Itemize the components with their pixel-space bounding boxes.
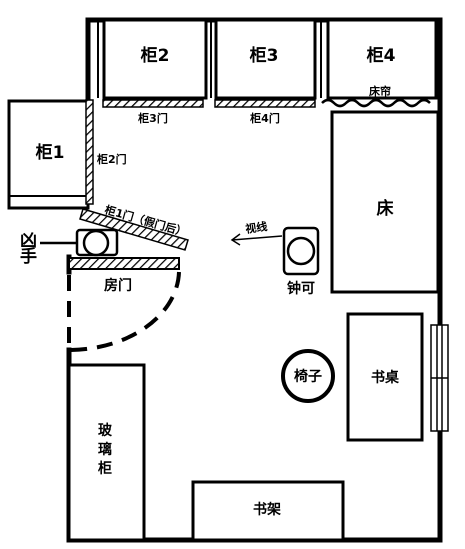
glass-cabinet-label-2: 璃 bbox=[98, 441, 112, 458]
zhongke-figure-icon bbox=[282, 226, 320, 276]
killer-label-1: 凶 bbox=[20, 231, 37, 251]
bed-label: 床 bbox=[377, 198, 395, 219]
cabinet-3-door-label: 柜3门 bbox=[137, 111, 168, 125]
cabinet-2-label: 柜2 bbox=[141, 45, 170, 66]
room-door-label: 房门 bbox=[104, 277, 132, 294]
cabinet-2-door bbox=[85, 99, 94, 205]
window bbox=[430, 324, 449, 432]
chair: 椅子 bbox=[281, 349, 335, 403]
cabinet-3: 柜3 bbox=[214, 18, 317, 100]
room-door-swing bbox=[68, 271, 181, 352]
zhongke-label: 钟可 bbox=[287, 280, 315, 297]
sightline-arrow-icon bbox=[230, 233, 283, 246]
glass-cabinet-label-3: 柜 bbox=[98, 460, 112, 477]
bed: 床 bbox=[330, 110, 440, 294]
glass-cabinet: 玻 璃 柜 bbox=[67, 363, 146, 542]
cabinet-3-label: 柜3 bbox=[250, 45, 279, 66]
cabinet-4-door bbox=[214, 99, 316, 108]
killer-figure-icon bbox=[40, 228, 119, 257]
cabinet-1-door bbox=[79, 208, 189, 251]
bed-curtain bbox=[321, 98, 431, 108]
cabinet-1: 柜1 bbox=[7, 99, 90, 210]
cabinet-2: 柜2 bbox=[102, 18, 208, 100]
sightline-label: 视线 bbox=[244, 219, 268, 236]
killer-label-2: 手 bbox=[20, 246, 37, 267]
cabinet-3-door bbox=[102, 99, 204, 108]
bookshelf: 书架 bbox=[191, 480, 345, 542]
cabinet-4-door-label: 柜4门 bbox=[249, 111, 280, 125]
cabinet-4: 柜4 bbox=[326, 18, 438, 100]
cabinet-2-door-label: 柜2门 bbox=[96, 152, 127, 166]
chair-label: 椅子 bbox=[294, 368, 322, 385]
cabinet-4-label: 柜4 bbox=[367, 45, 396, 66]
bookshelf-label: 书架 bbox=[253, 501, 281, 518]
desk: 书桌 bbox=[346, 312, 424, 442]
cabinet-1-label: 柜1 bbox=[36, 142, 65, 163]
desk-label: 书桌 bbox=[371, 369, 400, 386]
glass-cabinet-label-1: 玻 bbox=[98, 422, 113, 439]
curtain-label: 床帘 bbox=[369, 84, 391, 98]
room-door-panel bbox=[68, 257, 180, 270]
